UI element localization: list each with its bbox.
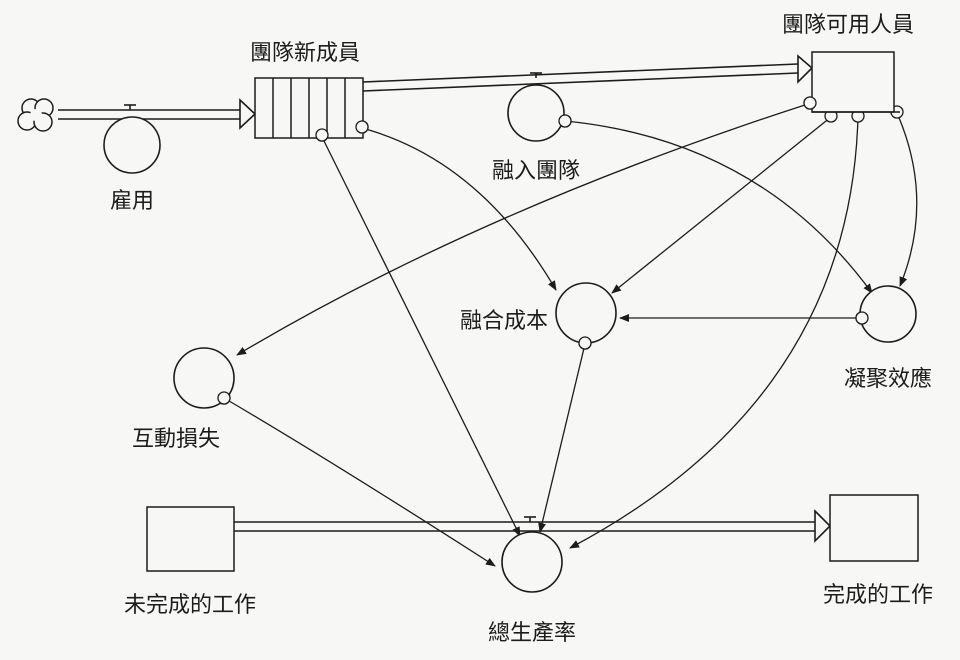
connector-staff-to-interaction: [236, 103, 809, 356]
stock-unfinished-work: [146, 506, 235, 572]
productivity-flow-pipe: [234, 509, 832, 543]
label-assimilation: 融入團隊: [492, 159, 580, 184]
aux-cohesion-effect: [859, 285, 917, 343]
stock-finished-work: [829, 494, 919, 562]
assimilation-flow-pipe: [362, 54, 814, 92]
connector-staff-to-productivity: [569, 116, 859, 549]
valve-assimilation: [507, 84, 565, 142]
valve-productivity: [501, 531, 563, 593]
connector-newmembers-to-productivity: [321, 136, 521, 537]
connector-staff-to-cohesion: [896, 112, 918, 287]
label-cohesion-effect: 凝聚效應: [844, 366, 932, 392]
valve-hiring: [103, 116, 161, 174]
hiring-flow-pipe: [58, 98, 257, 130]
label-integration-cost: 融合成本: [460, 309, 548, 334]
label-interaction-loss: 互動損失: [132, 427, 220, 452]
stock-available-staff: [811, 51, 895, 113]
label-finished-work: 完成的工作: [823, 583, 933, 608]
label-new-members: 團隊新成員: [250, 41, 360, 66]
label-hiring: 雇用: [110, 189, 154, 214]
label-productivity: 總生產率: [488, 621, 576, 646]
cloud-source-icon: [17, 98, 54, 132]
aux-interaction-loss: [173, 347, 235, 409]
connector-origin-markers: [217, 96, 904, 405]
stock-new-members: [254, 77, 364, 139]
connector-interaction-to-productivity: [223, 397, 496, 567]
connector-integration-to-productivity: [538, 343, 586, 533]
label-available-staff: 團隊可用人員: [782, 13, 914, 38]
label-unfinished-work: 未完成的工作: [124, 593, 256, 618]
connector-group: [223, 103, 918, 567]
connector-newmembers-to-integration: [361, 127, 557, 291]
aux-integration-cost: [555, 282, 617, 344]
connector-assimilation-to-cohesion: [564, 120, 873, 294]
connector-staff-to-integration: [611, 116, 832, 294]
